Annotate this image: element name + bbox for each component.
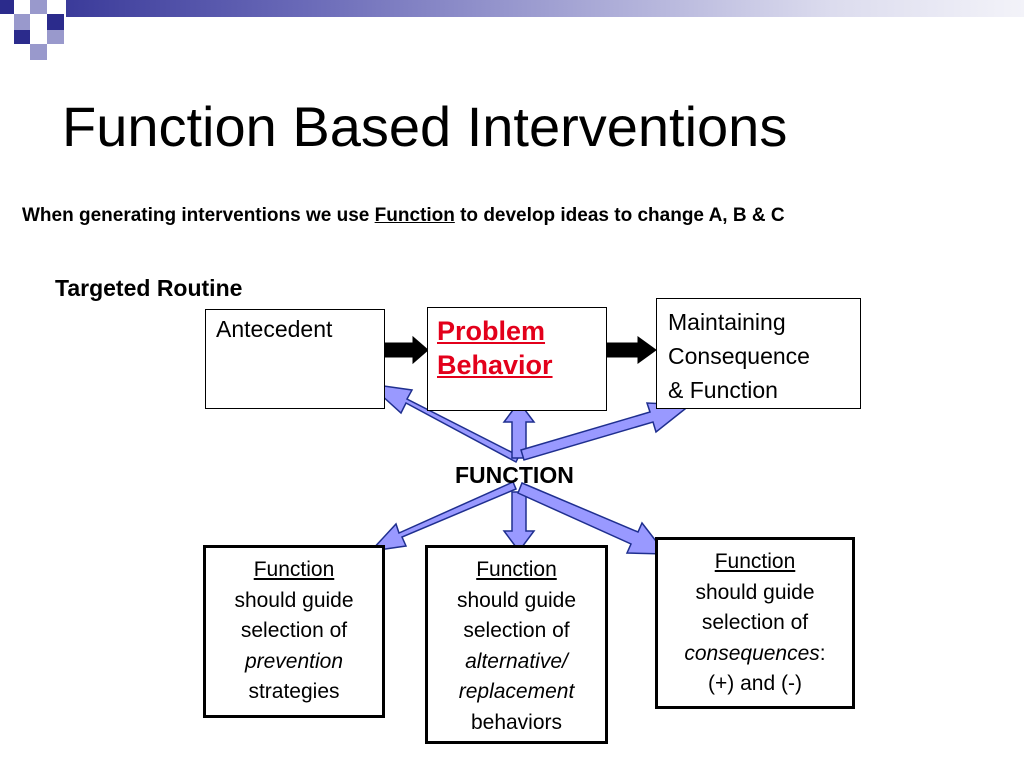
deco-square — [47, 14, 64, 30]
prevention-line-4: prevention — [244, 649, 344, 673]
slide-title: Function Based Interventions — [62, 95, 788, 158]
consequences-colon: : — [819, 641, 826, 665]
alternative-line-5: replacement — [458, 680, 575, 703]
consequences-box: Function should guide selection of conse… — [655, 537, 855, 709]
deco-square — [14, 0, 30, 14]
deco-square — [47, 0, 64, 14]
blue-arrow-to-alternative — [502, 491, 536, 553]
alternative-line-2: should guide — [456, 588, 577, 612]
subtitle-post: to develop ideas to change A, B & C — [454, 205, 785, 226]
blue-arrow-to-antecedent — [366, 382, 521, 464]
subtitle-function-link: Function — [374, 205, 455, 226]
consequence-line-2: Consequence — [668, 343, 810, 369]
maintaining-consequence-box: Maintaining Consequence & Function — [656, 298, 861, 409]
blue-arrow-to-consequences — [517, 482, 668, 555]
alternative-line-6: behaviors — [470, 710, 563, 734]
consequences-line-2: should guide — [695, 580, 815, 604]
prevention-strategies-box: Function should guide selection of preve… — [203, 545, 385, 718]
prevention-line-1: Function — [253, 558, 335, 581]
blue-arrow-to-consequence — [520, 402, 693, 461]
problem-line-1: Problem — [437, 316, 546, 346]
prevention-line-3: selection of — [240, 619, 348, 642]
targeted-routine-label: Targeted Routine — [55, 275, 243, 301]
deco-square — [14, 30, 30, 44]
black-arrow-problem-to-consequence — [605, 336, 657, 364]
consequences-line-3: selection of — [701, 611, 809, 634]
alternative-line-4: alternative/ — [465, 649, 568, 673]
problem-behavior-label: Problem Behavior — [437, 314, 553, 382]
replacement-behaviors-box: Function should guide selection of alter… — [425, 545, 608, 744]
deco-square — [47, 30, 64, 44]
black-arrow-antecedent-to-problem — [383, 335, 429, 365]
antecedent-label: Antecedent — [216, 316, 333, 342]
subtitle-pre: When generating interventions we use — [22, 205, 375, 226]
consequences-line-1: Function — [714, 550, 796, 573]
alternative-line-1: Function — [476, 558, 557, 581]
consequence-line-1: Maintaining — [668, 309, 786, 335]
consequence-line-3: & Function — [668, 377, 778, 403]
slide-subtitle: When generating interventions we use Fun… — [22, 205, 785, 227]
alternative-line-3: selection of — [463, 619, 570, 642]
blue-arrow-to-prevention — [369, 481, 517, 553]
prevention-line-5: strategies — [248, 680, 340, 703]
antecedent-box: Antecedent — [205, 309, 385, 409]
consequence-label: Maintaining Consequence & Function — [668, 305, 810, 407]
deco-square — [30, 44, 47, 60]
problem-behavior-box: Problem Behavior — [427, 307, 607, 411]
header-gradient-bar — [66, 0, 1024, 17]
deco-square — [30, 0, 47, 14]
consequences-line-5: (+) and (-) — [708, 672, 802, 695]
consequences-line-4: consequences: — [658, 639, 852, 670]
deco-square — [0, 0, 14, 14]
problem-line-2: Behavior — [437, 350, 553, 380]
consequences-italic: consequences — [684, 641, 820, 665]
prevention-line-2: should guide — [234, 588, 354, 612]
deco-square — [14, 14, 30, 30]
function-hub-label: FUNCTION — [455, 462, 574, 488]
